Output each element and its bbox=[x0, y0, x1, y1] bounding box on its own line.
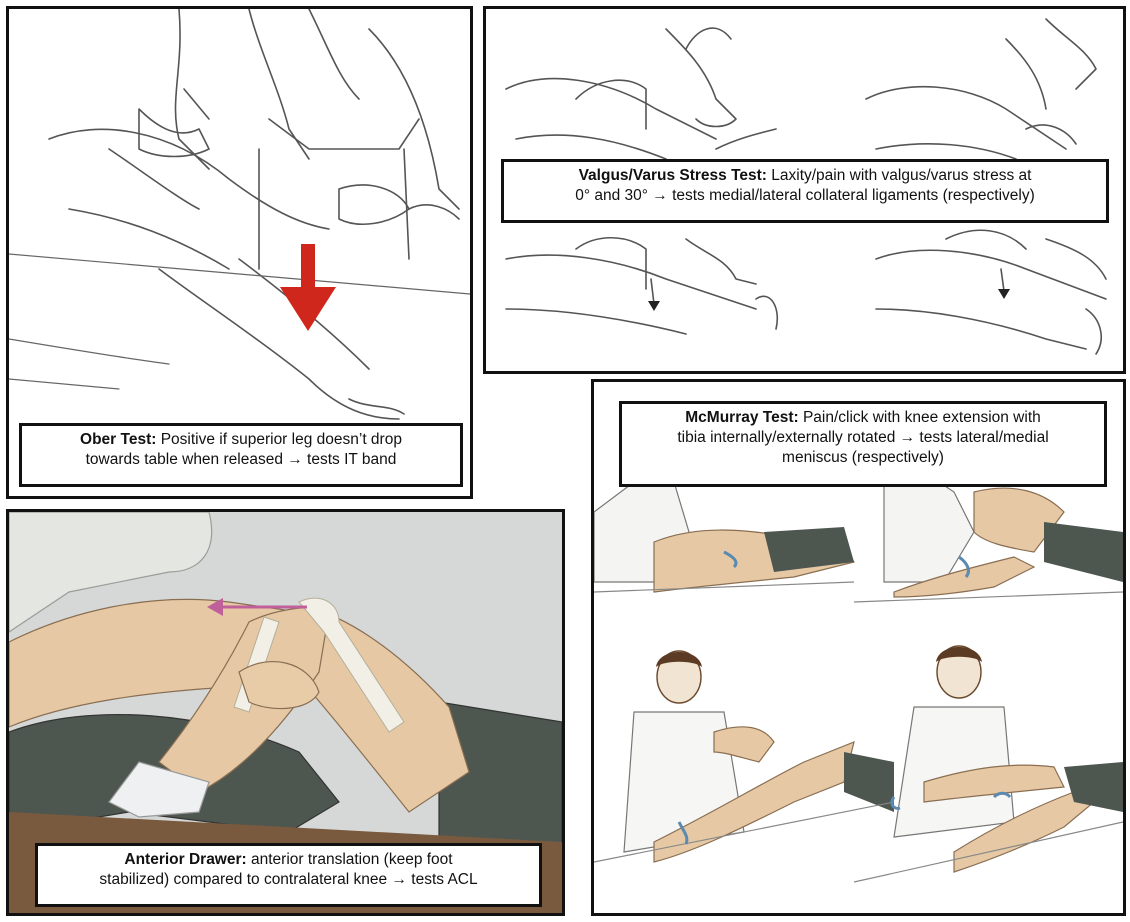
anterior-drawer-illustration bbox=[9, 512, 562, 913]
anterior-drawer-title: Anterior Drawer: bbox=[124, 851, 247, 868]
mcmurray-text-2: tibia internally/externally rotated → te… bbox=[677, 429, 1049, 446]
left-arrow-icon bbox=[207, 598, 223, 616]
valgus-varus-text-1: Laxity/pain with valgus/varus stress at bbox=[766, 167, 1032, 184]
ober-test-illustration bbox=[9, 9, 470, 420]
mcmurray-text-3: meniscus (respectively) bbox=[782, 449, 944, 466]
anterior-drawer-panel: Anterior Drawer: anterior translation (k… bbox=[6, 509, 565, 916]
mcmurray-text-1: Pain/click with knee extension with bbox=[798, 409, 1041, 426]
valgus-varus-caption: Valgus/Varus Stress Test: Laxity/pain wi… bbox=[501, 159, 1109, 223]
ober-test-panel: Ober Test: Positive if superior leg does… bbox=[6, 6, 473, 499]
mcmurray-caption: McMurray Test: Pain/click with knee exte… bbox=[619, 401, 1107, 487]
mcmurray-scene-1 bbox=[594, 481, 855, 593]
valgus-varus-illustration bbox=[505, 18, 1107, 355]
anterior-drawer-text-1: anterior translation (keep foot bbox=[246, 851, 453, 868]
mcmurray-scene-4 bbox=[853, 645, 1123, 883]
ober-text-2: towards table when released → tests IT b… bbox=[85, 451, 397, 468]
mcmurray-panel: McMurray Test: Pain/click with knee exte… bbox=[591, 379, 1126, 916]
valgus-varus-panel: Valgus/Varus Stress Test: Laxity/pain wi… bbox=[483, 6, 1126, 374]
figure-bottom-right bbox=[875, 229, 1107, 355]
anterior-drawer-text-2: stabilized) compared to contralateral kn… bbox=[99, 871, 478, 888]
mcmurray-scene-2 bbox=[853, 471, 1123, 603]
arrow-shaft bbox=[301, 244, 315, 289]
anterior-drawer-caption: Anterior Drawer: anterior translation (k… bbox=[35, 843, 542, 907]
down-arrow-icon bbox=[280, 287, 336, 331]
figure-top-left bbox=[505, 27, 777, 160]
ober-title: Ober Test: bbox=[80, 431, 157, 448]
figure-bottom-left bbox=[505, 237, 778, 335]
mcmurray-title: McMurray Test: bbox=[685, 409, 799, 426]
mcmurray-illustration bbox=[594, 471, 1123, 883]
ober-caption: Ober Test: Positive if superior leg does… bbox=[19, 423, 463, 487]
valgus-varus-title: Valgus/Varus Stress Test: bbox=[578, 167, 767, 184]
figure-top-right bbox=[865, 18, 1097, 160]
mcmurray-scene-3 bbox=[594, 650, 895, 863]
valgus-varus-text-2: 0° and 30° → tests medial/lateral collat… bbox=[575, 187, 1035, 204]
ober-text-1: Positive if superior leg doesn’t drop bbox=[156, 431, 402, 448]
